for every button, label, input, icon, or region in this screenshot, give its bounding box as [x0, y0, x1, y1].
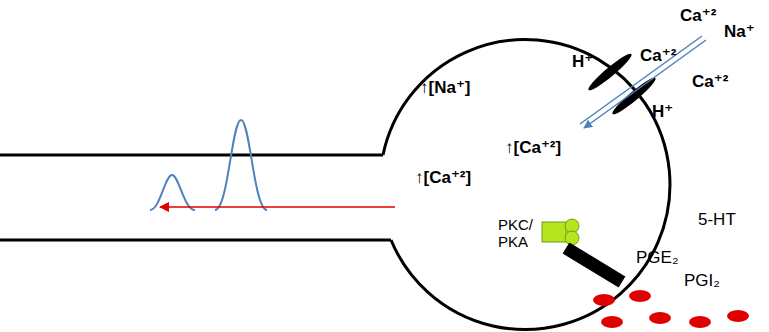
kinase [542, 222, 566, 242]
ligands [593, 290, 749, 328]
ion-flux-arrow [584, 40, 706, 128]
ion-channel [610, 75, 659, 118]
ion-flux-arrow [580, 36, 702, 124]
propagation-arrow [160, 206, 395, 208]
receptor-lobe [565, 231, 579, 245]
axon-wall [0, 239, 392, 242]
receptor [566, 248, 622, 282]
concentration-label: ↑[Ca⁺²] [415, 168, 471, 188]
proton-label: H⁺ [572, 52, 593, 72]
ion-label: Na⁺ [724, 22, 755, 42]
terminal-membrane [383, 40, 670, 330]
axon-wall [0, 154, 384, 157]
ion-label: Ca⁺² [692, 72, 728, 92]
ligand-label: 5-HT [698, 210, 736, 230]
ion-label: Ca⁺² [680, 6, 716, 26]
concentration-label: ↑[Na⁺] [420, 78, 471, 98]
ligand-label: PGE₂ [636, 248, 679, 268]
kinase-label: PKC/ PKA [498, 216, 538, 251]
large-spike [215, 120, 267, 210]
proton-label: H⁺ [652, 102, 673, 122]
ion-label: Ca⁺² [640, 46, 676, 66]
ligand-label: PGI₂ [684, 271, 720, 291]
concentration-label: ↑[Ca⁺²] [505, 138, 561, 158]
small-spike [150, 175, 195, 210]
